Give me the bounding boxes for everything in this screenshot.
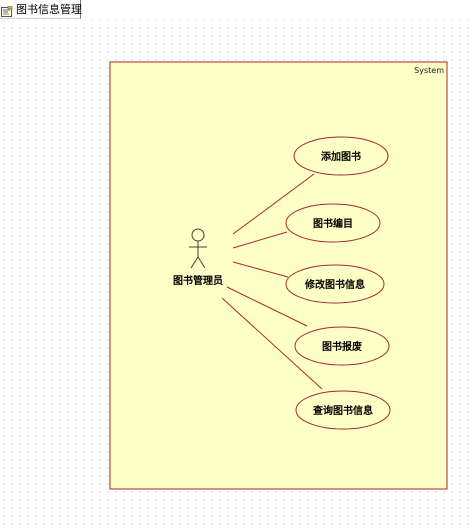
use-case-label: 图书报废 [322, 340, 362, 353]
association-line[interactable] [226, 286, 308, 327]
use-case-label: 添加图书 [321, 150, 361, 163]
system-boundary-label: System [414, 66, 444, 75]
association-line[interactable] [232, 231, 288, 249]
tab-title: 图书信息管理 [16, 3, 82, 16]
stick-figure-icon [189, 228, 207, 269]
association-line[interactable] [221, 297, 323, 390]
use-case-add-book[interactable]: 添加图书 [293, 136, 389, 176]
association-lines [221, 173, 323, 390]
tab-diagram[interactable]: 图书信息管理 [0, 0, 82, 19]
use-case-label: 图书编目 [313, 217, 353, 230]
association-line[interactable] [232, 261, 289, 278]
use-case-scrap-book[interactable]: 图书报废 [294, 326, 390, 366]
actor-label: 图书管理员 [173, 274, 223, 287]
system-boundary[interactable] [109, 61, 448, 490]
tab-bar: 图书信息管理 [0, 0, 474, 20]
use-case-edit-book-info[interactable]: 修改图书信息 [285, 264, 385, 304]
use-case-label: 查询图书信息 [312, 404, 373, 417]
use-case-query-book-info[interactable]: 查询图书信息 [295, 390, 391, 430]
diagram-icon [1, 3, 13, 17]
use-case-catalog-book[interactable]: 图书编目 [285, 203, 381, 243]
use-case-label: 修改图书信息 [304, 278, 365, 291]
association-line[interactable] [232, 173, 315, 235]
actor[interactable]: 图书管理员 [173, 228, 223, 287]
